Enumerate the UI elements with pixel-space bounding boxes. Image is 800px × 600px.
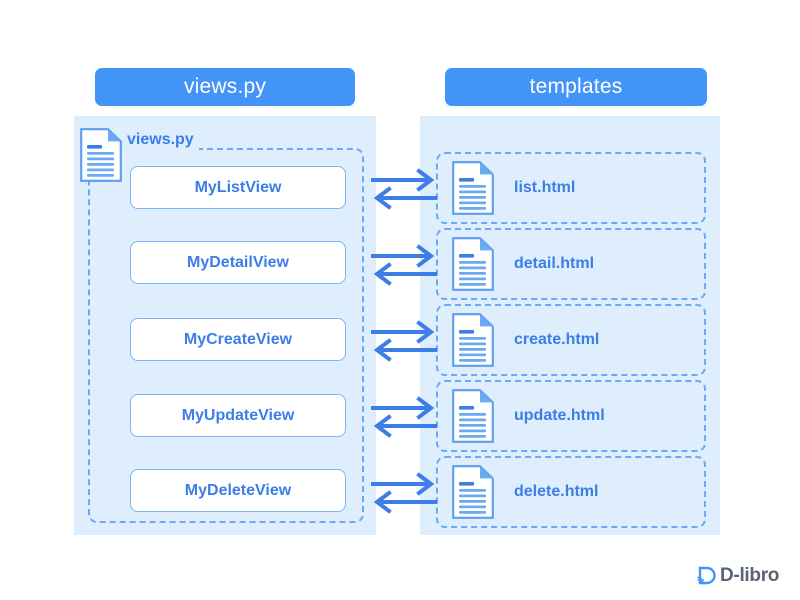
file-icon xyxy=(452,237,494,291)
view-class-button-2[interactable]: MyCreateView xyxy=(130,318,346,361)
view-class-button-1[interactable]: MyDetailView xyxy=(130,241,346,284)
view-class-label: MyListView xyxy=(194,178,282,196)
view-class-button-3[interactable]: MyUpdateView xyxy=(130,394,346,437)
template-row-2[interactable]: create.html xyxy=(436,304,706,376)
views-module-label: views.py xyxy=(122,130,199,150)
view-class-label: MyDetailView xyxy=(187,253,289,271)
views-module-group xyxy=(88,148,364,523)
file-icon xyxy=(452,389,494,443)
view-class-label: MyDeleteView xyxy=(184,481,292,499)
view-class-button-4[interactable]: MyDeleteView xyxy=(130,469,346,512)
template-name-label: list.html xyxy=(514,179,576,196)
view-class-label: MyUpdateView xyxy=(181,406,295,424)
bidirectional-arrow-icon xyxy=(371,241,437,289)
view-class-label: MyCreateView xyxy=(183,330,293,348)
header-pill-views: views.py xyxy=(95,68,355,106)
bidirectional-arrow-icon xyxy=(371,165,437,213)
header-pill-templates: templates xyxy=(445,68,707,106)
view-class-button-0[interactable]: MyListView xyxy=(130,166,346,209)
brand-logo-text: D-libro xyxy=(720,565,780,586)
template-row-3[interactable]: update.html xyxy=(436,380,706,452)
template-name-label: create.html xyxy=(514,331,600,348)
file-icon xyxy=(452,465,494,519)
template-row-0[interactable]: list.html xyxy=(436,152,706,224)
d-libro-logo-icon xyxy=(697,565,718,586)
file-icon xyxy=(80,128,122,182)
file-icon xyxy=(452,161,494,215)
template-row-4[interactable]: delete.html xyxy=(436,456,706,528)
file-icon xyxy=(452,313,494,367)
bidirectional-arrow-icon xyxy=(371,469,437,517)
bidirectional-arrow-icon xyxy=(371,317,437,365)
template-name-label: delete.html xyxy=(514,483,599,500)
bidirectional-arrow-icon xyxy=(371,393,437,441)
template-name-label: update.html xyxy=(514,407,605,424)
brand-logo: D-libro xyxy=(697,565,779,586)
template-row-1[interactable]: detail.html xyxy=(436,228,706,300)
template-name-label: detail.html xyxy=(514,255,595,272)
